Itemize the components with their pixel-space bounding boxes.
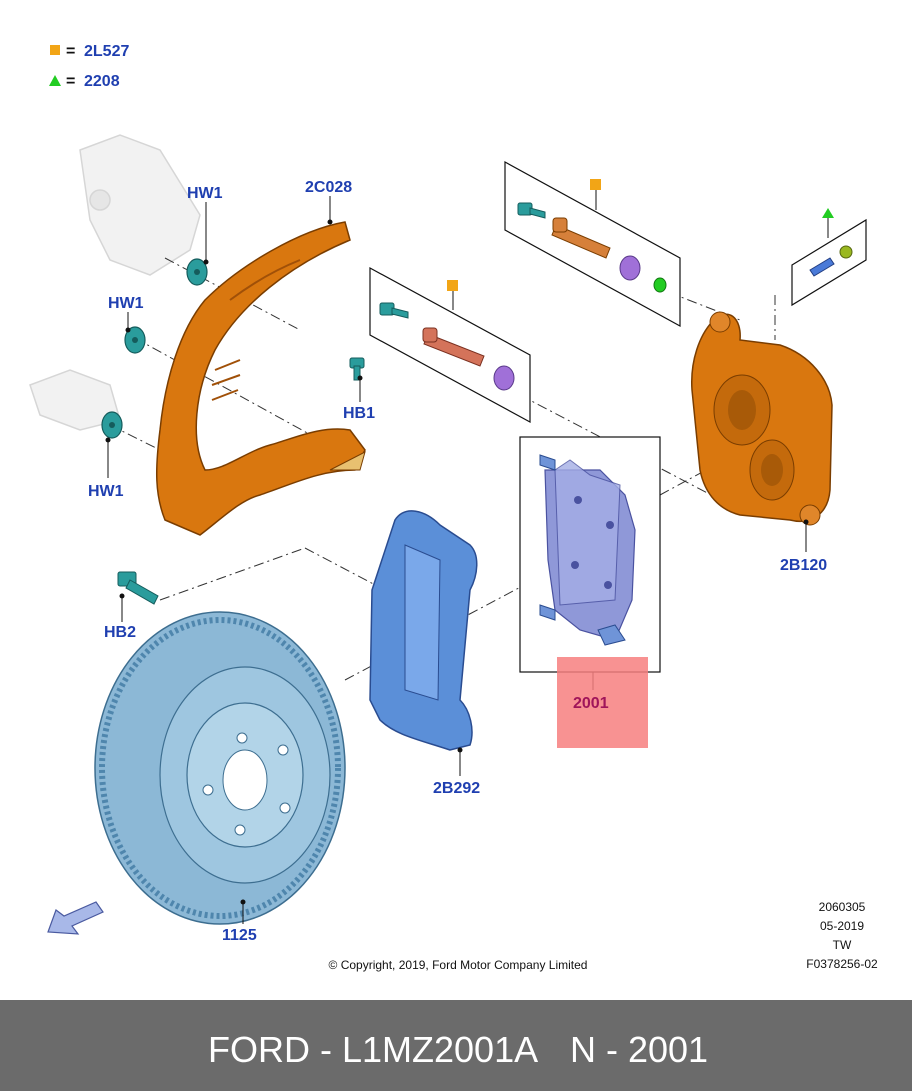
callout-2c028: 2C028 bbox=[305, 179, 352, 196]
info-figure: F0378256-02 bbox=[806, 957, 878, 971]
info-date: 05-2019 bbox=[820, 919, 864, 933]
callout-hb2: HB2 bbox=[104, 624, 136, 641]
legend-eq-2: = bbox=[66, 73, 75, 90]
copyright-notice: © Copyright, 2019, Ford Motor Company Li… bbox=[329, 958, 588, 972]
callout-2b120: 2B120 bbox=[780, 557, 827, 574]
guide-pin-kit-upper bbox=[504, 160, 681, 328]
brake-pad-kit bbox=[519, 436, 661, 673]
callout-1125: 1125 bbox=[222, 927, 257, 944]
legend-code-2208: 2208 bbox=[84, 73, 120, 90]
bleeder-kit bbox=[791, 208, 867, 307]
part-highlight bbox=[557, 657, 648, 748]
bolt-hb2 bbox=[117, 571, 159, 605]
callout-hw1-bottom: HW1 bbox=[88, 483, 124, 500]
info-region: TW bbox=[833, 938, 852, 952]
callout-hw1-mid: HW1 bbox=[108, 295, 144, 312]
forward-direction-arrow-icon bbox=[47, 901, 104, 935]
footer-bar: FORD - L1MZ2001A N - 2001 bbox=[0, 1000, 912, 1091]
bolt-hb1 bbox=[349, 357, 365, 381]
callout-2001: 2001 bbox=[573, 695, 609, 712]
splash-shield bbox=[155, 221, 366, 536]
brake-caliper bbox=[691, 311, 833, 526]
legend-square-marker bbox=[50, 45, 60, 55]
caliper-bracket bbox=[369, 510, 478, 751]
legend-eq-1: = bbox=[66, 43, 75, 60]
legend-triangle-marker bbox=[49, 75, 61, 86]
callout-hb1: HB1 bbox=[343, 405, 375, 422]
legend: = 2L527 = 2208 bbox=[49, 43, 129, 90]
footer-brand-part-number: FORD - L1MZ2001A bbox=[208, 1029, 539, 1070]
callout-hw1-top: HW1 bbox=[187, 185, 223, 202]
steering-knuckle-outline bbox=[29, 134, 201, 431]
guide-pin-kit-lower bbox=[369, 266, 531, 424]
callout-2b292: 2B292 bbox=[433, 780, 480, 797]
brake-exploded-diagram: = 2L527 = 2208 bbox=[29, 43, 878, 972]
brake-rotor bbox=[94, 611, 346, 925]
legend-code-2l527: 2L527 bbox=[84, 43, 129, 60]
footer-reference-number: N - 2001 bbox=[570, 1029, 709, 1070]
info-code: 2060305 bbox=[819, 900, 866, 914]
